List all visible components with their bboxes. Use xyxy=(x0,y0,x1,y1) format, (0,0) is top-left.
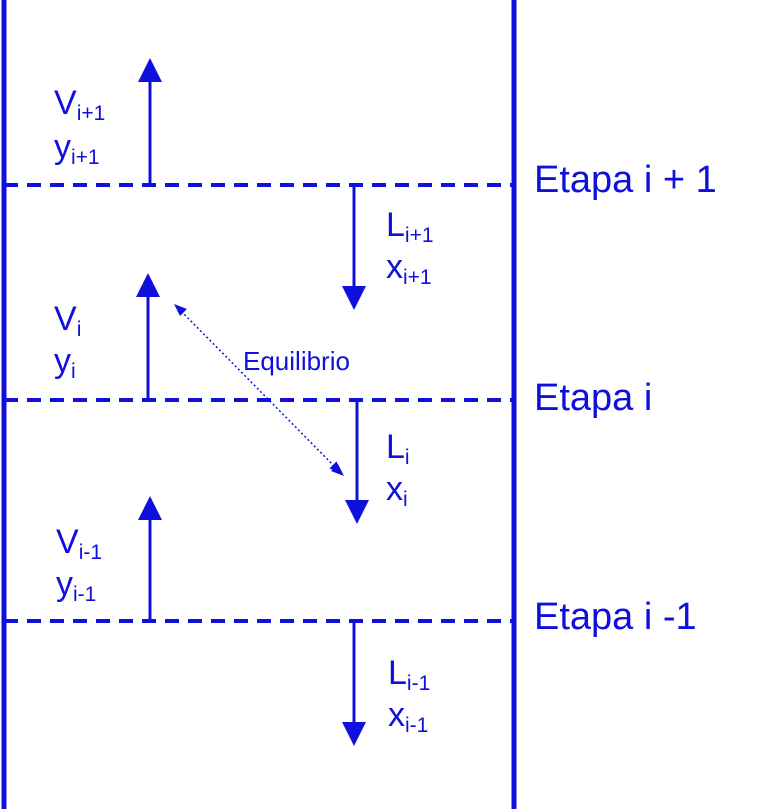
liquid-frac-label-i-minus-1: xi-1 xyxy=(388,696,428,737)
vapor-arrow-i xyxy=(136,273,160,400)
vapor-label-i-plus-1: Vi+1 xyxy=(54,84,105,125)
liquid-frac-label-i: xi xyxy=(386,470,408,511)
vapor-label-i: Vi xyxy=(54,300,81,341)
vapor-label-i-minus-1: Vi-1 xyxy=(56,523,102,564)
equilibrium-arrowhead-end xyxy=(331,464,344,476)
liquid-label-i-minus-1: Li-1 xyxy=(388,654,430,695)
vapor-frac-label-i-plus-1: yi+1 xyxy=(54,128,100,169)
equilibrium-arrowhead-start xyxy=(174,304,187,316)
stage-label-i-plus-1: Etapa i + 1 xyxy=(534,159,717,201)
stage-label-i: Etapa i xyxy=(534,377,652,419)
vapor-frac-label-i: yi xyxy=(54,342,76,383)
stage-label-i-minus-1: Etapa i -1 xyxy=(534,596,697,638)
liquid-frac-label-i-plus-1: xi+1 xyxy=(386,248,432,289)
liquid-label-i: Li xyxy=(386,428,410,469)
liquid-arrow-i-minus-1 xyxy=(342,621,366,746)
vapor-frac-label-i-minus-1: yi-1 xyxy=(56,565,96,606)
vapor-arrow-i-plus-1 xyxy=(138,58,162,185)
equilibrium-arrow xyxy=(177,307,342,474)
equilibrium-label: Equilibrio xyxy=(243,346,350,376)
vapor-arrow-i-minus-1 xyxy=(138,496,162,621)
liquid-arrow-i xyxy=(345,400,369,524)
liquid-arrow-i-plus-1 xyxy=(342,185,366,310)
liquid-label-i-plus-1: Li+1 xyxy=(386,206,434,247)
